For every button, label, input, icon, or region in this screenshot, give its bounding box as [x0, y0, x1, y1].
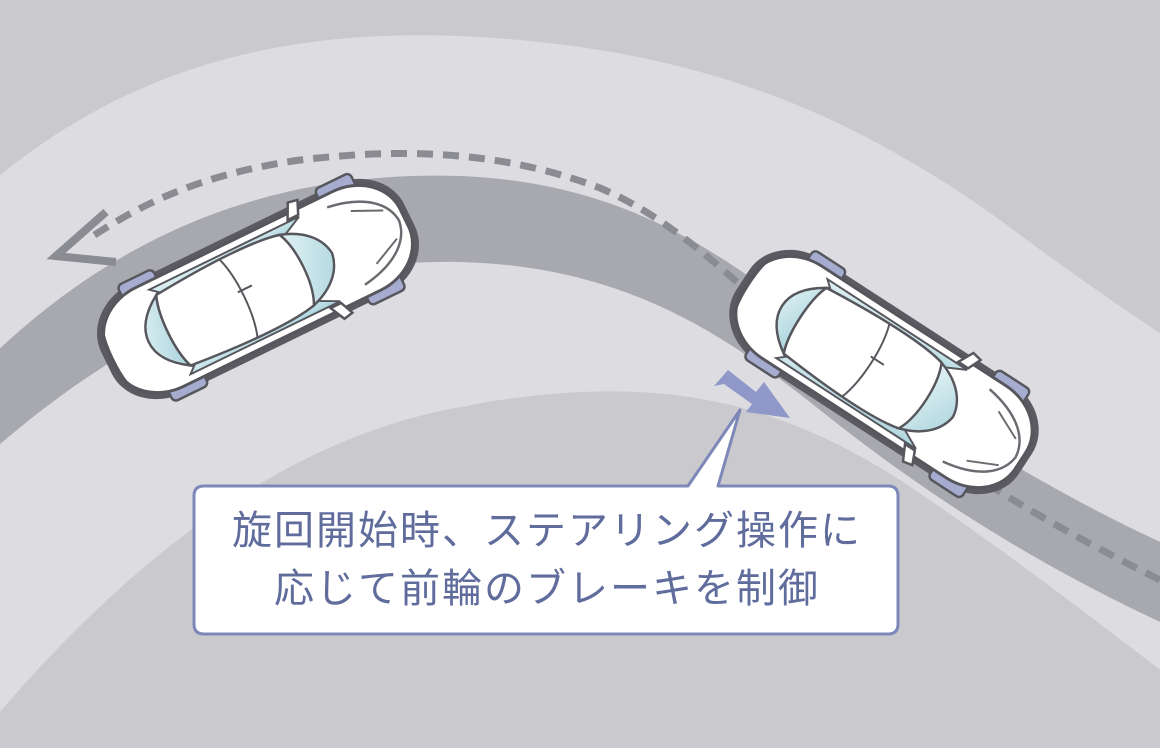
callout-line-1: 旋回開始時、ステアリング操作に	[232, 508, 862, 554]
dashed-curved-arrow-icon	[46, 208, 117, 266]
callout-bubble	[192, 408, 900, 636]
callout-text: 旋回開始時、ステアリング操作に 応じて前輪のブレーキを制御	[198, 490, 896, 630]
brake-force-arrow-icon	[714, 370, 790, 418]
vehicle-path-line	[88, 149, 1160, 584]
tire-track	[0, 175, 1160, 622]
callout-line-2: 応じて前輪のブレーキを制御	[274, 566, 820, 612]
